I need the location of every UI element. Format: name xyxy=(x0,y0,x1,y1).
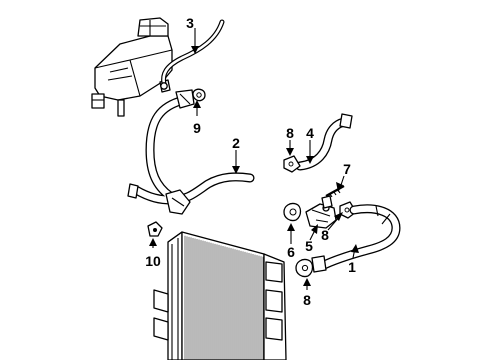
arrow-3 xyxy=(191,46,199,54)
arrow-4 xyxy=(306,156,314,164)
lower-radiator-hose xyxy=(317,204,401,271)
leader-lines xyxy=(149,28,359,290)
callout-2: 2 xyxy=(232,135,240,151)
thermostat-bolt xyxy=(325,185,345,198)
callout-8-middle: 8 xyxy=(321,227,329,243)
arrow-8c xyxy=(303,278,311,286)
callout-9: 9 xyxy=(193,120,201,136)
radiator-core-fins xyxy=(184,235,264,360)
hose-clamp-8-lower xyxy=(295,255,327,278)
callout-4: 4 xyxy=(306,125,314,141)
arrow-8b xyxy=(334,212,343,221)
arrow-5 xyxy=(311,224,318,234)
hose-clamp-8-upper xyxy=(283,155,301,173)
arrow-1 xyxy=(351,244,359,253)
arrow-7 xyxy=(336,182,343,192)
arrow-10 xyxy=(149,238,157,246)
thermostat-housing xyxy=(305,195,337,229)
callout-8-upper: 8 xyxy=(286,125,294,141)
radiator xyxy=(153,231,287,360)
overflow-hose xyxy=(160,19,225,90)
callout-1: 1 xyxy=(348,259,356,275)
callout-10: 10 xyxy=(145,253,161,269)
upper-radiator-hose xyxy=(127,89,255,215)
callout-3: 3 xyxy=(186,15,194,31)
arrow-9 xyxy=(193,100,201,108)
thermostat-gasket xyxy=(283,202,302,222)
arrow-2 xyxy=(232,166,240,174)
callout-5: 5 xyxy=(305,238,313,254)
drain-plug-10 xyxy=(147,221,163,237)
callout-8-lower: 8 xyxy=(303,292,311,308)
arrow-6 xyxy=(287,223,295,231)
callout-7: 7 xyxy=(343,161,351,177)
arrow-8a xyxy=(286,148,294,156)
hose-clamp-9 xyxy=(192,88,206,102)
callouts: 3 9 2 8 4 7 8 5 6 1 8 10 xyxy=(145,15,356,308)
coolant-reservoir xyxy=(91,17,173,117)
bypass-hose xyxy=(295,113,353,171)
callout-6: 6 xyxy=(287,244,295,260)
